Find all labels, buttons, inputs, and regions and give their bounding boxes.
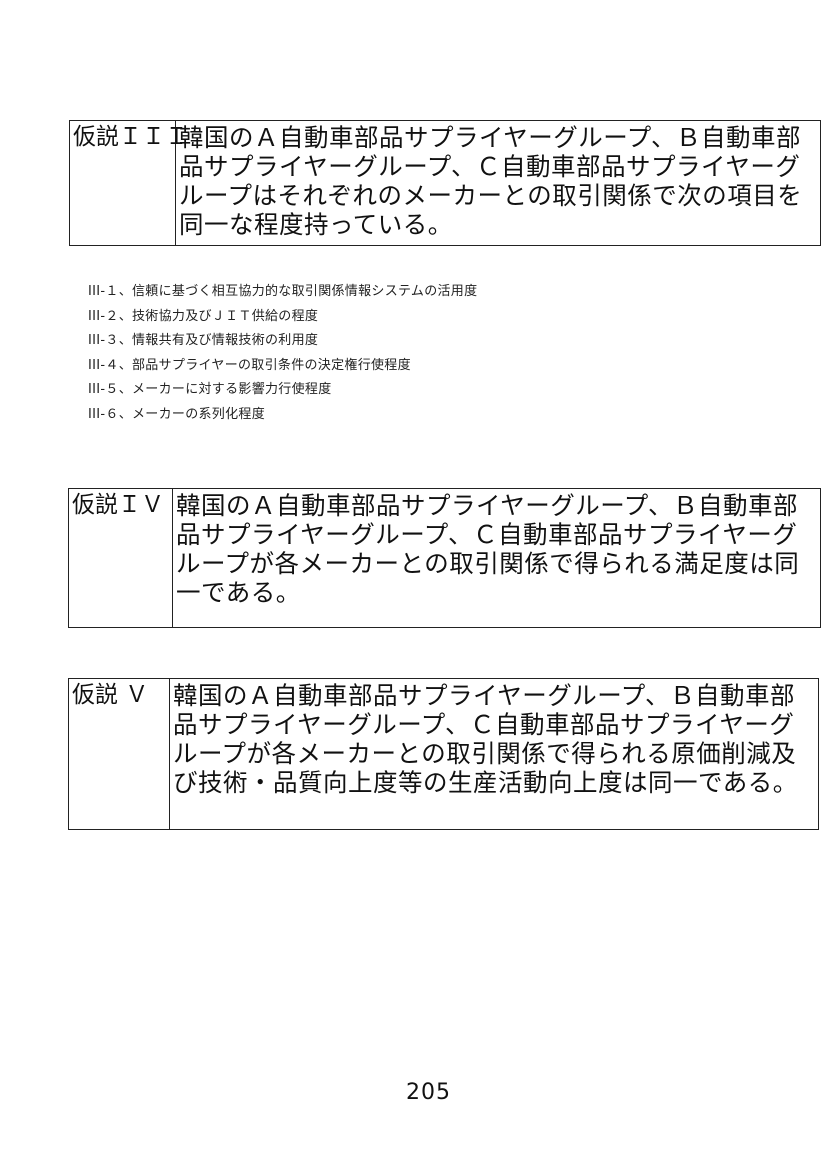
hypothesis-v-text: 韓国のＡ自動車部品サプライヤーグループ、Ｂ自動車部品サプライヤーグループ、Ｃ自動…	[173, 681, 798, 797]
hypothesis-iii-text: 韓国のＡ自動車部品サプライヤーグループ、Ｂ自動車部品サプライヤーグループ、Ｃ自動…	[179, 123, 803, 239]
page-number: 205	[406, 1080, 451, 1105]
hypothesis-iv-text: 韓国のＡ自動車部品サプライヤーグループ、Ｂ自動車部品サプライヤーグループ、Ｃ自動…	[176, 491, 800, 607]
sub-item: III-６、メーカーの系列化程度	[88, 406, 265, 422]
hypothesis-v-box: 仮説 Ｖ 韓国のＡ自動車部品サプライヤーグループ、Ｂ自動車部品サプライヤーグルー…	[68, 678, 819, 830]
hypothesis-iii-box: 仮説ＩＩＩ 韓国のＡ自動車部品サプライヤーグループ、Ｂ自動車部品サプライヤーグル…	[69, 120, 821, 246]
sub-item: III-４、部品サプライヤーの取引条件の決定権行使程度	[88, 357, 411, 373]
hypothesis-iv-label: 仮説ＩＶ	[69, 489, 173, 627]
sub-item: III-３、情報共有及び情報技術の利用度	[88, 333, 319, 349]
hypothesis-iii-sub-items: III-１、信頼に基づく相互協力的な取引関係情報システムの活用度 III-２、技…	[88, 280, 477, 428]
hypothesis-v-label: 仮説 Ｖ	[69, 679, 170, 829]
sub-item: III-２、技術協力及びＪＩＴ供給の程度	[88, 308, 319, 324]
sub-item: III-１、信頼に基づく相互協力的な取引関係情報システムの活用度	[88, 284, 478, 299]
sub-item: III-５、メーカーに対する影響力行使程度	[88, 382, 332, 398]
hypothesis-iv-box: 仮説ＩＶ 韓国のＡ自動車部品サプライヤーグループ、Ｂ自動車部品サプライヤーグルー…	[68, 488, 821, 628]
hypothesis-iii-label: 仮説ＩＩＩ	[70, 121, 188, 245]
